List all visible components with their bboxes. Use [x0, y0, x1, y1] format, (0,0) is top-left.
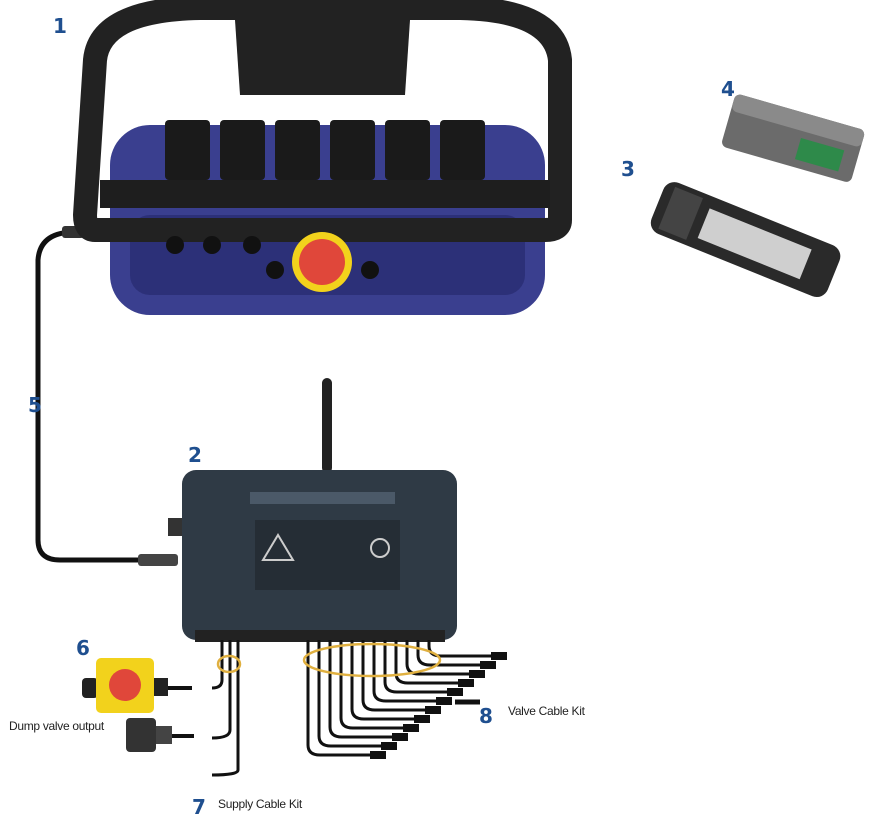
valve-cable	[328, 640, 392, 739]
callout-5: 5	[28, 393, 42, 417]
valve-cable	[405, 640, 469, 676]
valve-cable-plug	[370, 751, 386, 759]
supply-cable-kit-label: Supply Cable Kit	[218, 797, 302, 811]
dump-valve-connector-image	[126, 718, 194, 752]
callout-7: 7	[192, 795, 206, 819]
callout-8: 8	[479, 704, 493, 728]
valve-cable	[372, 640, 436, 703]
valve-cable	[339, 640, 403, 730]
callout-4: 4	[721, 77, 735, 101]
valve-cable-plug	[436, 697, 452, 705]
callout-6: 6	[76, 636, 90, 660]
callout-1: 1	[53, 14, 67, 38]
supply-highlight-ring	[216, 654, 242, 674]
valve-cable	[306, 640, 370, 757]
valve-cable-plug	[447, 688, 463, 696]
valve-cable-plug	[403, 724, 419, 732]
valve-cable	[383, 640, 447, 694]
callout-3: 3	[621, 157, 635, 181]
transmitter-cable	[35, 229, 140, 563]
valve-cable	[361, 640, 425, 712]
valve-cable-plug	[381, 742, 397, 750]
valve-cable-plug	[458, 679, 474, 687]
receiver-image	[138, 378, 457, 642]
valve-cables	[306, 640, 507, 759]
valve-cable-kit-label: Valve Cable Kit	[508, 704, 585, 718]
valve-cable-plug	[491, 652, 507, 660]
stop-button-image	[82, 658, 192, 713]
valve-cable-plug	[469, 670, 485, 678]
battery-image	[722, 94, 865, 182]
valve-cable	[427, 640, 491, 658]
valve-cable-plug	[480, 661, 496, 669]
transmitter-image	[72, 0, 572, 315]
battery-charger-image	[650, 182, 841, 298]
valve-cable-plug	[425, 706, 441, 714]
valve-cable-plug	[392, 733, 408, 741]
valve-highlight-ring	[302, 642, 442, 678]
valve-cable	[394, 640, 458, 685]
dump-valve-output-label: Dump valve output	[9, 719, 104, 733]
valve-cable-plug	[414, 715, 430, 723]
supply-cables	[211, 640, 240, 777]
valve-cable	[350, 640, 414, 721]
callout-2: 2	[188, 443, 202, 467]
valve-cable	[416, 640, 480, 667]
valve-cable	[317, 640, 381, 748]
